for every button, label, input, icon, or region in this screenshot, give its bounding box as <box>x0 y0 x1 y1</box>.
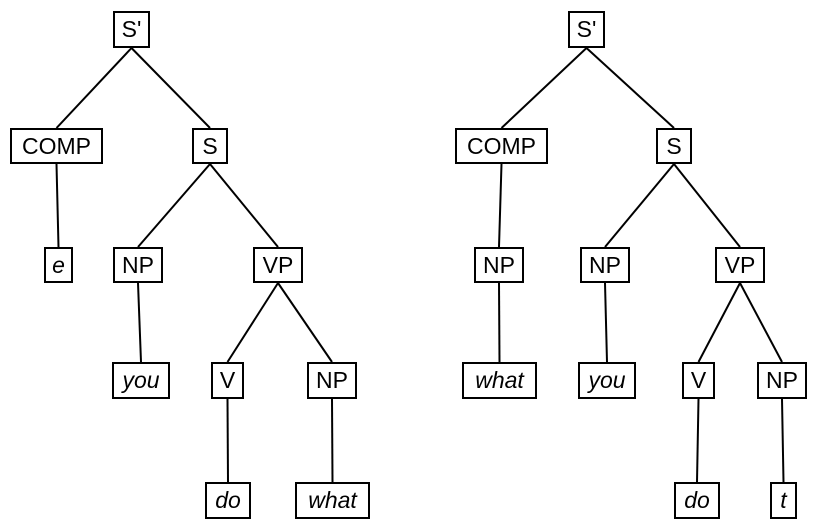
category-node-np: NP <box>474 247 524 283</box>
node-label: you <box>122 367 160 393</box>
terminal-node-you: you <box>578 362 636 399</box>
tree-edge <box>137 163 211 248</box>
category-node-v: V <box>682 362 715 399</box>
node-label: do <box>215 487 241 513</box>
node-label: NP <box>766 367 798 393</box>
category-node-np: NP <box>757 362 807 399</box>
tree-edge <box>604 282 608 363</box>
terminal-node-you: you <box>112 362 170 399</box>
terminal-node-what: what <box>295 482 370 519</box>
node-label: NP <box>483 251 515 278</box>
category-node-s: S <box>192 128 228 164</box>
tree-edge <box>500 47 588 129</box>
category-node-vp: VP <box>253 247 303 283</box>
terminal-node-do: do <box>205 482 251 519</box>
category-node-np: NP <box>307 362 357 399</box>
node-label: you <box>588 367 626 393</box>
node-label: what <box>308 487 357 513</box>
node-label: COMP <box>22 132 91 159</box>
category-node-comp: COMP <box>10 128 103 164</box>
node-label: e <box>52 251 65 278</box>
node-label: do <box>684 487 710 513</box>
tree-edge <box>697 282 741 363</box>
node-label: what <box>475 367 524 393</box>
node-label: NP <box>589 251 621 278</box>
node-label: S <box>666 132 682 159</box>
tree-edge <box>55 163 60 248</box>
category-node-comp: COMP <box>455 128 548 164</box>
category-node-np: NP <box>580 247 630 283</box>
node-label: COMP <box>467 132 536 159</box>
node-label: V <box>690 367 707 393</box>
node-label: S' <box>121 16 142 42</box>
category-node-np: NP <box>113 247 163 283</box>
node-label: NP <box>316 367 348 393</box>
category-node-s: S' <box>568 11 605 48</box>
tree-edge <box>209 163 279 248</box>
tree-edge <box>137 282 142 363</box>
category-node-s: S' <box>113 11 150 48</box>
tree-edge <box>226 398 229 483</box>
terminal-node-t: t <box>770 482 797 519</box>
tree-edge <box>331 398 334 483</box>
category-node-v: V <box>211 362 244 399</box>
node-label: NP <box>122 251 154 278</box>
terminal-node-e: e <box>44 247 73 283</box>
tree-edge <box>55 47 133 129</box>
tree-edge <box>498 282 501 363</box>
tree-edge <box>781 398 785 483</box>
tree-edge <box>277 282 333 363</box>
terminal-node-what: what <box>462 362 537 399</box>
tree-edge <box>604 163 675 248</box>
tree-edge <box>696 398 700 483</box>
node-label: t <box>780 487 787 513</box>
category-node-s: S <box>656 128 692 164</box>
tree-edge <box>585 47 675 129</box>
node-label: S <box>202 132 218 159</box>
node-label: VP <box>724 251 756 278</box>
tree-edge <box>739 282 783 363</box>
tree-edge <box>673 163 741 248</box>
tree-edge <box>226 282 279 363</box>
category-node-vp: VP <box>715 247 765 283</box>
node-label: V <box>219 367 236 393</box>
terminal-node-do: do <box>674 482 720 519</box>
tree-edge <box>130 47 211 129</box>
node-label: VP <box>262 251 294 278</box>
tree-edge <box>498 163 503 248</box>
node-label: S' <box>576 16 597 42</box>
